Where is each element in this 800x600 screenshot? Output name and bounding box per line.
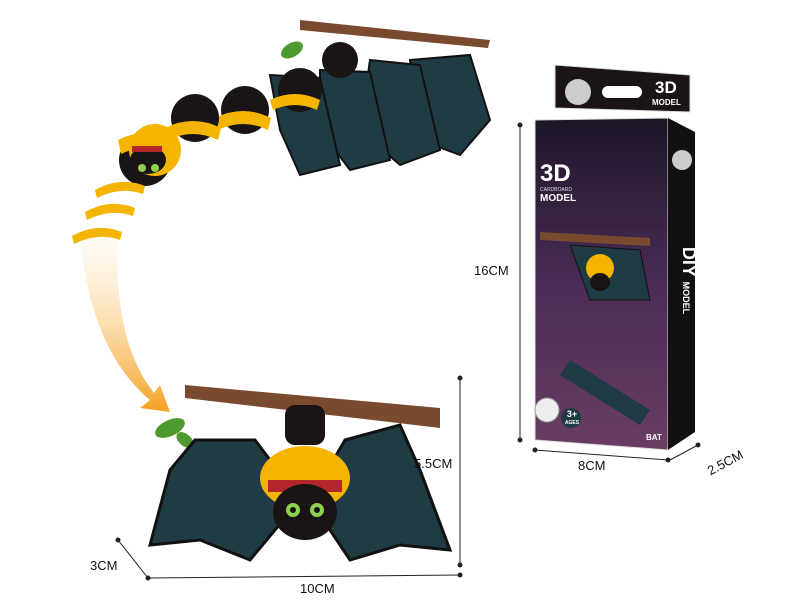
box-top-subtitle: MODEL [652, 98, 681, 107]
box-height-label: 16CM [474, 263, 509, 278]
product-box [534, 64, 695, 451]
box-top-title: 3D [655, 78, 677, 97]
assembled-bat [147, 385, 453, 562]
age-badge-label: AGES [564, 420, 580, 426]
assembly-arrow [80, 230, 170, 412]
box-side-subtitle: MODEL [681, 281, 692, 315]
box-width-label: 8CM [578, 458, 606, 473]
box-front-subtitle-small: CARDBOARD [540, 187, 572, 193]
box-product-name: BAT [646, 433, 662, 442]
box-side-title-text: DIY [679, 246, 700, 277]
age-badge-value: 3+ [566, 409, 578, 419]
model-depth-label: 3CM [90, 558, 118, 573]
age-badge: 3+ AGES [563, 410, 581, 428]
dimension-lines [115, 122, 701, 581]
box-front-subtitle: MODEL [540, 193, 577, 204]
model-width-label: 10CM [300, 581, 335, 596]
box-front-title: 3D [540, 160, 571, 187]
model-height-label: 5.5CM [414, 456, 453, 471]
box-side-title: DIY MODEL [678, 247, 699, 314]
assembly-sequence [72, 20, 492, 244]
